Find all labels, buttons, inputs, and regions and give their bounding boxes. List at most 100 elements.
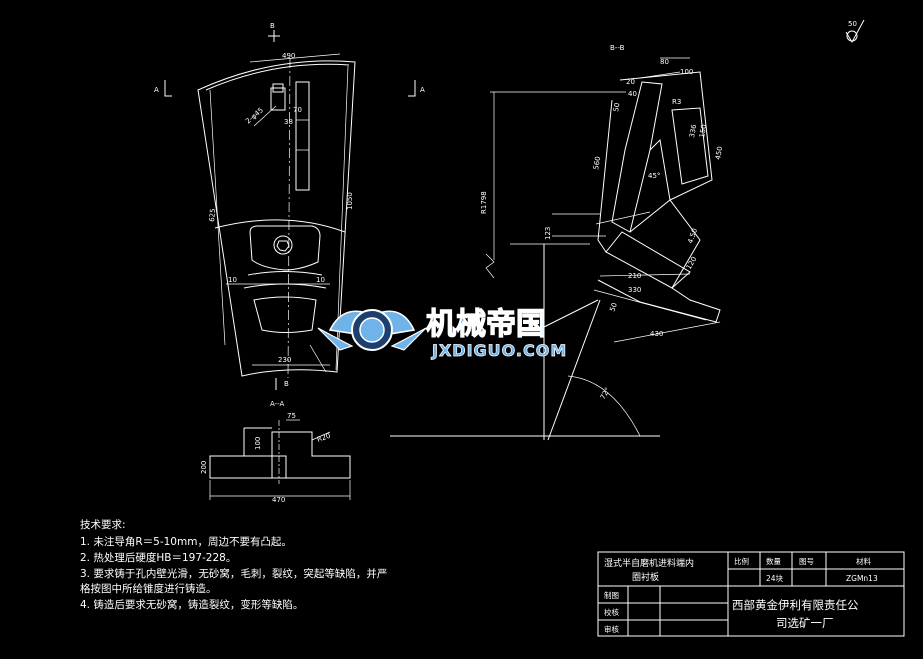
aa-dim-470: 470 (272, 496, 285, 504)
aa-leader-r20 (311, 431, 331, 441)
roughness-value: 50 (848, 20, 857, 28)
bb-dim-123: 123 (544, 227, 552, 240)
bb-dim-100: 100 (680, 68, 693, 76)
front-top-chamfer (205, 63, 350, 91)
gear-wings-icon (317, 309, 427, 351)
bb-dim-430-line (613, 321, 721, 343)
bb-diagonal-2 (547, 299, 601, 441)
bb-dim-40: 40 (628, 90, 637, 98)
roughness-symbol: 50 (845, 19, 865, 44)
front-rib-1 (247, 271, 323, 276)
bb-dim-330: 330 (628, 286, 641, 294)
tech-requirements: 技术要求: 1. 未注导角R＝5-10mm，周边不要有凸起。 2. 热处理后硬度… (80, 518, 387, 611)
bb-title: B--B (610, 44, 625, 52)
section-label-a-left: A (154, 86, 159, 94)
front-upper-hole (270, 87, 286, 111)
front-dim-490 (249, 53, 341, 63)
tb-material: ZGMn13 (846, 574, 878, 583)
tb-header-scale: 比例 (734, 556, 749, 566)
front-leader-hole (253, 105, 277, 127)
aa-dim-75: 75 (287, 412, 296, 420)
section-mark-a-left (164, 80, 172, 97)
roughness-check-mark (845, 19, 865, 44)
dim-10-right: 10 (316, 276, 325, 284)
tb-company-1: 西部黄金伊利有限责任公 (732, 598, 859, 612)
logo-gear-center (359, 317, 385, 343)
title-block: 湿式半自磨机进料端内 圈衬板 比例 数量 图号 材料 24块 ZGMn13 制图… (597, 551, 905, 637)
front-mid-arc (214, 219, 346, 233)
front-center-hole (273, 235, 293, 255)
bb-dim-100-line (639, 71, 681, 79)
tech-req-title: 技术要求: (80, 518, 126, 531)
tech-req-item-3-cont: 格按图中所给锥度进行铸造。 (80, 582, 217, 595)
front-upper-recess (249, 225, 321, 271)
front-outline (197, 60, 356, 377)
section-label-a-right: A (420, 86, 425, 94)
bb-dim-560: 560 (592, 156, 602, 171)
bb-pocket (671, 107, 709, 185)
bb-dim-336-top: 336 (688, 123, 698, 138)
bb-dim-20: 20 (626, 78, 635, 86)
dim-10-left: 10 (228, 276, 237, 284)
tb-row-checked: 校核 (604, 607, 619, 617)
dim-70: 70 (293, 106, 302, 114)
aa-dim-100: 100 (254, 437, 262, 450)
tech-req-item-4: 4. 铸造后要求无砂窝，铸造裂纹，变形等缺陷。 (80, 598, 303, 611)
bb-dim-450: 450 (714, 146, 724, 161)
bb-dim-120: 120 (685, 255, 699, 271)
bb-diagonal-1 (537, 299, 599, 331)
section-label-b-bottom: B (284, 380, 289, 388)
tb-quantity: 24块 (766, 573, 784, 583)
dim-625: 625 (208, 208, 217, 222)
bb-leader-1 (595, 211, 651, 225)
logo-wing-tail-right (390, 327, 427, 351)
bb-dim-50-lower: 50 (608, 302, 619, 313)
tech-req-item-2: 2. 热处理后硬度HB＝197-228。 (80, 551, 236, 564)
dim-490: 490 (282, 52, 295, 60)
tb-row-drawn: 制图 (604, 590, 619, 600)
section-mark-b-top (268, 30, 280, 42)
bb-dim-430: 430 (650, 330, 663, 338)
tb-company-2: 司选矿一厂 (776, 616, 834, 630)
front-dim-625 (209, 89, 226, 346)
bb-break-symbol (485, 253, 495, 279)
front-rib-2 (243, 283, 327, 289)
tech-req-item-1: 1. 未注导角R＝5-10mm，周边不要有凸起。 (80, 535, 292, 548)
tb-header-drawing-no: 图号 (799, 557, 814, 566)
tb-header-qty: 数量 (766, 556, 781, 566)
roughness-circle (846, 30, 858, 42)
aa-dim-r20: R20 (316, 432, 332, 444)
bb-angle-arc (567, 375, 641, 437)
section-label-b-top: B (270, 22, 275, 30)
watermark-logo: 机械帝国 JXDIGUO.COM (317, 306, 567, 360)
tech-req-item-3: 3. 要求铸于孔内壁光滑，无砂窝，毛刺，裂纹，突起等缺陷，并严 (80, 567, 387, 580)
bb-dim-330-line (593, 289, 707, 321)
aa-hatched-profile (209, 431, 351, 479)
bb-dim-r3: R3 (672, 98, 681, 106)
bb-dim-r1798: R1798 (480, 191, 488, 214)
section-bb-view: B--B 80 100 20 40 50 R3 336 150 450 560 … (390, 44, 724, 441)
bb-dim-72deg: 72° (599, 386, 612, 401)
bb-dim-150: 150 (698, 124, 708, 139)
bb-dim-210: 210 (628, 272, 641, 280)
dim-230: 230 (278, 356, 291, 364)
tb-row-approved: 审核 (604, 624, 619, 634)
front-view: 490 70 38 2-φ45 1050 625 10 10 230 A A B… (154, 22, 425, 390)
front-upper-hole-top (272, 83, 284, 93)
tb-header-material: 材料 (856, 556, 871, 566)
dim-38: 38 (284, 118, 293, 126)
watermark-cn: 机械帝国 (426, 307, 546, 342)
front-slot (295, 81, 310, 191)
watermark-en: JXDIGUO.COM (431, 341, 567, 360)
tb-part-name-1: 湿式半自磨机进料端内 (604, 557, 694, 569)
bb-lower-profile (597, 199, 721, 323)
front-hex-nut (276, 240, 290, 252)
logo-wing-tail-left (317, 327, 354, 351)
dim-2-phi45: 2-φ45 (244, 106, 265, 125)
bb-dim-210-line (599, 273, 691, 277)
section-aa-view: A--A 75 100 R20 200 470 (200, 400, 351, 504)
section-mark-a-right (408, 80, 416, 97)
dim-1050: 1050 (346, 192, 354, 210)
